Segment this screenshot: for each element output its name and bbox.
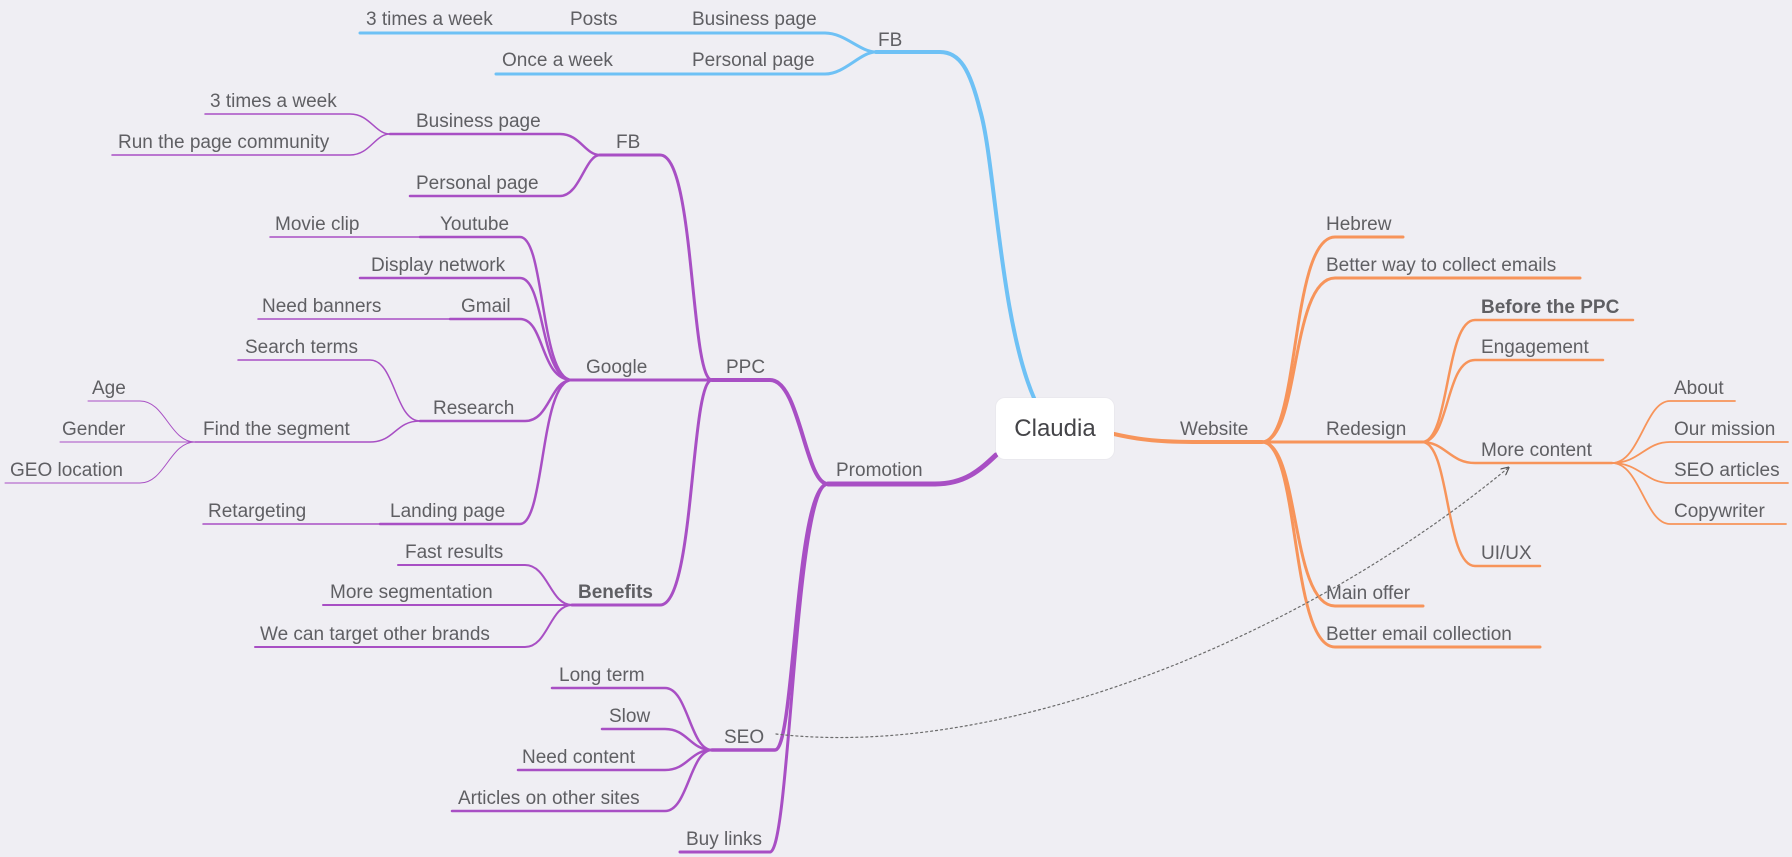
topic-fb-top-personal[interactable]: Personal page [692,50,815,71]
topic-age[interactable]: Age [92,378,126,399]
topic-long-term[interactable]: Long term [559,665,645,686]
topic-labels: FB Business page Posts 3 times a week Pe… [10,9,1780,850]
topic-website[interactable]: Website [1180,419,1248,440]
branch-promotion-buylinks [678,482,830,854]
branch-website-email [1260,440,1542,649]
topic-find-segment[interactable]: Find the segment [203,419,351,440]
branch-redesign-uiux [1420,440,1542,568]
topic-collect-emails[interactable]: Better way to collect emails [1326,255,1556,276]
branch-morecontent-seoarticles [1611,462,1789,484]
branch-segment-geo [4,441,196,484]
branch-business-community [111,133,391,156]
branch-ppc-fb [598,153,714,382]
branch-segment-age [87,400,196,443]
branch-google-gmail [448,317,574,382]
topic-engagement[interactable]: Engagement [1481,337,1589,358]
topic-about[interactable]: About [1674,378,1724,399]
topic-fb-top-posts-freq[interactable]: 3 times a week [366,9,493,30]
branch-benefits-fast [397,564,573,606]
branch-promotion-ppc [710,378,830,486]
topic-seo-articles[interactable]: SEO articles [1674,460,1780,481]
topic-target-brands[interactable]: We can target other brands [260,624,490,645]
branch-google-youtube [418,235,574,382]
branch-ppc-benefits [570,378,714,607]
branch-seo-longterm [550,686,714,752]
topic-buy-links[interactable]: Buy links [686,829,762,850]
topic-copywriter[interactable]: Copywriter [1674,501,1765,522]
topic-research[interactable]: Research [433,398,514,419]
branch-morecontent-copywriter [1611,462,1787,525]
relationship-arrow-seo-to-more-content [775,468,1508,739]
branch-website-mainoffer [1260,440,1425,608]
branch-google-landing [378,378,574,526]
topic-before-ppc[interactable]: Before the PPC [1481,297,1620,318]
topic-need-content[interactable]: Need content [522,747,636,768]
topic-google[interactable]: Google [586,357,647,378]
topic-ui-ux[interactable]: UI/UX [1481,543,1532,564]
topic-more-content[interactable]: More content [1481,440,1593,461]
topic-ppc-fb-business[interactable]: Business page [416,111,541,132]
branch-google-display [358,276,574,382]
branch-morecontent-about [1611,400,1736,464]
central-topic[interactable]: Claudia [996,398,1114,459]
topic-articles-other-sites[interactable]: Articles on other sites [458,788,640,809]
topic-ppc-fb[interactable]: FB [616,132,640,153]
topic-gender[interactable]: Gender [62,419,126,440]
topic-fb-top-posts[interactable]: Posts [570,9,618,30]
branch-seo-slow [600,727,714,752]
topic-landing-page[interactable]: Landing page [390,501,505,522]
topic-search-terms[interactable]: Search terms [245,337,358,358]
branch-redesign-beforeppc [1420,318,1635,444]
topic-fb-top-business[interactable]: Business page [692,9,817,30]
topic-benefits[interactable]: Benefits [578,582,653,603]
branch-business-freq [204,113,391,135]
central-topic-label: Claudia [1014,414,1096,442]
topic-movie-clip[interactable]: Movie clip [275,214,359,235]
branch-root-promotion [825,452,999,487]
topic-display-network[interactable]: Display network [371,255,506,276]
topic-geo-location[interactable]: GEO location [10,460,123,481]
branch-research-segment [194,420,421,443]
topic-ppc-fb-business-freq[interactable]: 3 times a week [210,91,337,112]
branch-redesign-morecontent [1420,440,1614,465]
topic-redesign[interactable]: Redesign [1326,419,1406,440]
topic-main-offer[interactable]: Main offer [1326,583,1411,604]
branch-seo-articles [450,748,714,813]
topic-email-collection[interactable]: Better email collection [1326,624,1512,645]
topic-ppc[interactable]: PPC [726,357,765,378]
topic-more-segmentation[interactable]: More segmentation [330,582,493,603]
branch-root-website [1112,432,1264,444]
topic-slow[interactable]: Slow [609,706,650,727]
branch-website-collect [1260,276,1582,444]
branch-lines [4,31,1789,854]
topic-gmail[interactable]: Gmail [461,296,511,317]
topic-fast-results[interactable]: Fast results [405,542,503,563]
topic-our-mission[interactable]: Our mission [1674,419,1775,440]
branch-fb-business-page [388,132,602,157]
branch-redesign-engagement [1420,358,1605,444]
topic-retargeting[interactable]: Retargeting [208,501,306,522]
branch-morecontent-mission [1611,441,1789,464]
topic-promotion[interactable]: Promotion [836,460,923,481]
topic-fb-top[interactable]: FB [878,30,902,51]
branch-research-search [237,359,421,422]
topic-ppc-fb-business-community[interactable]: Run the page community [118,132,330,153]
branch-benefits-brands [254,604,573,648]
topic-youtube[interactable]: Youtube [440,214,509,235]
topic-ppc-fb-personal[interactable]: Personal page [416,173,539,194]
branch-fb-personal [688,50,878,76]
topic-fb-top-personal-freq[interactable]: Once a week [502,50,613,71]
branch-root-fb [874,50,1036,400]
topic-seo[interactable]: SEO [724,727,764,748]
topic-hebrew[interactable]: Hebrew [1326,214,1392,235]
topic-need-banners[interactable]: Need banners [262,296,381,317]
branch-fb-personal-page [408,153,602,198]
